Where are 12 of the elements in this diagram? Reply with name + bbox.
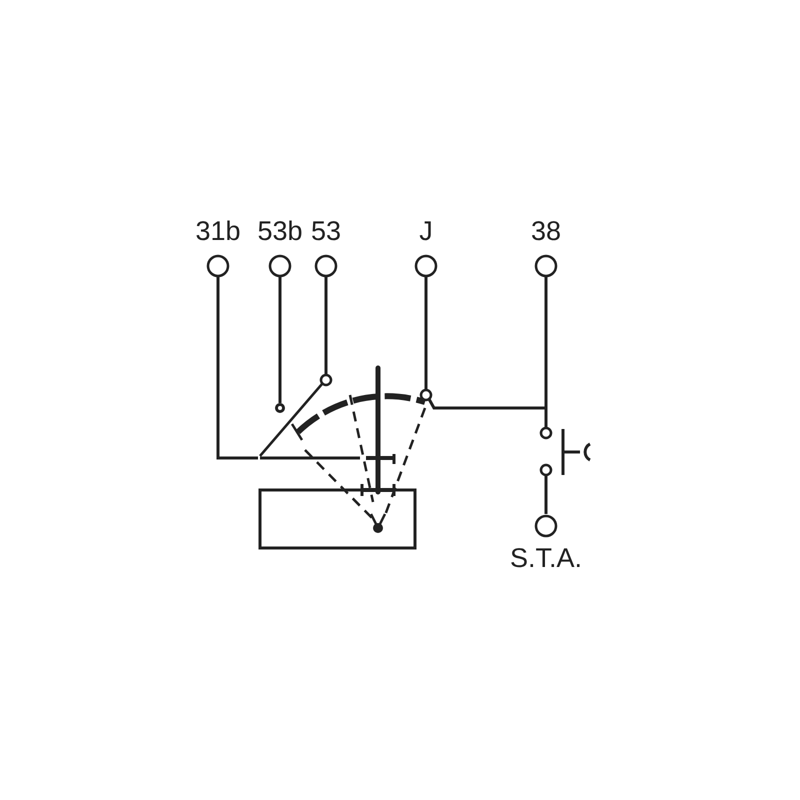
wire [544,276,548,427]
wire [544,475,548,514]
wire [324,276,328,375]
wire [216,276,258,460]
terminal-label: 53b [257,215,303,247]
terminal-label: 38 [530,215,562,247]
wire [424,276,428,390]
terminal-label: S.T.A. [510,542,582,574]
terminal-label: 31b [195,215,241,247]
terminal-label: 53 [310,215,342,247]
wire [278,276,282,403]
terminal-label: J [419,215,433,247]
